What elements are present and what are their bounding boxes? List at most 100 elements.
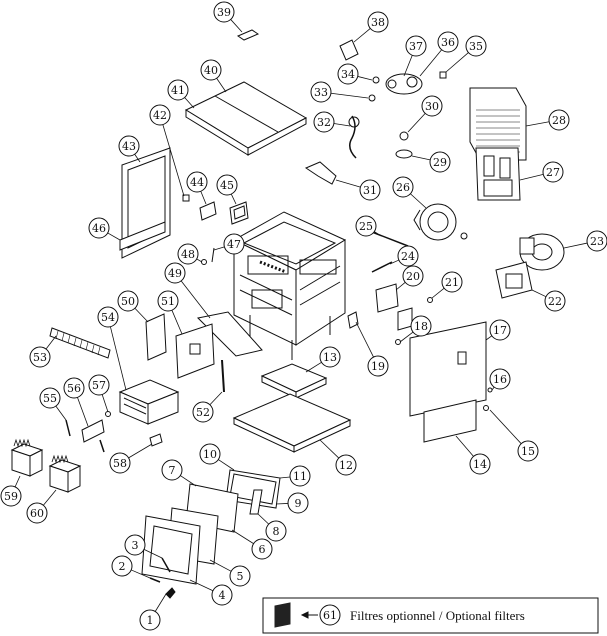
filter-59	[10, 438, 44, 477]
rod-52	[221, 359, 225, 393]
callout-56: 56	[63, 377, 85, 399]
leader-line-54	[110, 326, 127, 391]
leader-line-41	[184, 97, 195, 109]
callout-33: 33	[310, 81, 332, 103]
leader-line-10	[218, 459, 235, 471]
leader-line-35	[445, 52, 469, 73]
callout-number: 54	[101, 311, 115, 324]
leader-line-47	[213, 246, 225, 251]
leader-line-59	[14, 475, 21, 488]
callout-circle	[177, 243, 199, 265]
leader-line-49	[180, 280, 211, 319]
leader-line-16	[491, 386, 495, 391]
left-bottom-trim	[119, 221, 166, 251]
callout-number: 50	[121, 295, 135, 308]
callout-38: 38	[367, 11, 389, 33]
leader-line-9	[275, 503, 289, 505]
callout-number: 7	[169, 464, 176, 477]
leader-line-56	[77, 397, 89, 427]
callout-number: 38	[371, 16, 385, 29]
leader-line-37	[403, 55, 413, 77]
gasket-11	[225, 469, 281, 509]
callout-47: 47	[223, 233, 245, 255]
rod-25	[371, 231, 409, 247]
callout-11: 11	[289, 465, 311, 487]
callout-45: 45	[216, 174, 238, 196]
rear-panel-27	[475, 147, 521, 201]
callout-circle	[465, 35, 487, 57]
leader-line-12	[319, 439, 340, 459]
callout-number: 23	[590, 235, 604, 248]
callout-circle	[367, 355, 389, 377]
callout-circle	[489, 319, 511, 341]
leader-line-53	[45, 335, 57, 350]
switch-19	[347, 311, 359, 329]
rear-grille-28	[469, 87, 527, 161]
lower-panel-14	[423, 399, 477, 443]
callout-number: 31	[363, 184, 377, 197]
callout-circle	[405, 35, 427, 57]
callout-number: 33	[314, 86, 328, 99]
leader-line-11	[279, 476, 291, 479]
callout-number: 22	[548, 295, 562, 308]
callout-28: 28	[548, 109, 570, 131]
callout-2: 2	[111, 555, 133, 577]
callout-number: 28	[552, 114, 566, 127]
plate-44	[199, 201, 217, 221]
legend: 61 Filtres optionnel / Optional filters	[262, 597, 599, 634]
callout-circle	[289, 465, 311, 487]
callout-46: 46	[88, 217, 110, 239]
leader-line-43	[134, 154, 141, 163]
callout-number: 14	[473, 458, 487, 471]
callout-circle	[157, 290, 179, 312]
callout-13: 13	[319, 346, 341, 368]
callout-39: 39	[213, 1, 235, 23]
callout-58: 58	[109, 452, 131, 474]
top-panel	[184, 81, 308, 149]
callout-18: 18	[410, 315, 432, 337]
callout-5: 5	[229, 565, 251, 587]
callout-circle	[319, 346, 341, 368]
callout-circle	[251, 538, 273, 560]
callout-24: 24	[397, 245, 419, 267]
legend-callout-circle	[319, 604, 341, 626]
callout-number: 43	[122, 140, 136, 153]
callout-circle	[0, 485, 22, 507]
leader-line-32	[333, 123, 351, 127]
callout-number: 27	[546, 166, 560, 179]
callout-circle	[397, 245, 419, 267]
callout-number: 12	[339, 459, 353, 472]
callout-number: 2	[119, 560, 126, 573]
leader-line-38	[353, 28, 371, 43]
callout-circle	[548, 109, 570, 131]
callout-number: 52	[196, 406, 210, 419]
callout-14: 14	[469, 453, 491, 475]
ash-drawer	[118, 379, 180, 425]
gasket-29	[395, 149, 413, 159]
callout-number: 48	[181, 248, 195, 261]
callout-number: 8	[273, 525, 280, 538]
callout-circle	[186, 171, 208, 193]
callout-circle	[139, 609, 161, 631]
leader-line-58	[128, 443, 153, 459]
leader-line-14	[455, 435, 474, 457]
leader-line-17	[485, 335, 493, 341]
callout-number: 42	[153, 109, 167, 122]
leader-line-25	[374, 231, 379, 235]
screw-48	[201, 259, 207, 265]
callout-circle	[544, 290, 566, 312]
callout-circle	[88, 374, 110, 396]
callout-27: 27	[542, 161, 564, 183]
callout-number: 41	[171, 84, 185, 97]
callout-number: 6	[259, 543, 266, 556]
callout-22: 22	[544, 290, 566, 312]
callout-number: 26	[396, 181, 410, 194]
nut-57	[105, 411, 111, 417]
callout-number: 15	[521, 445, 535, 458]
callout-number: 11	[293, 470, 307, 483]
base-plate-12	[232, 393, 352, 447]
leader-line-51	[171, 310, 183, 335]
callout-number: 55	[43, 392, 57, 405]
